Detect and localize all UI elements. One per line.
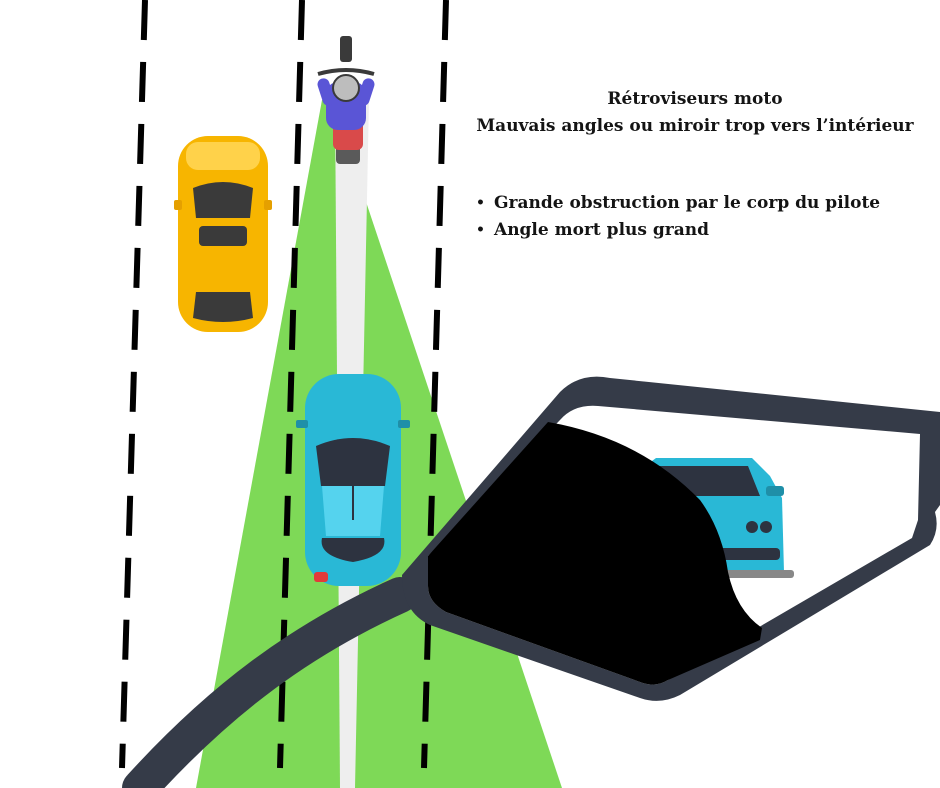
title-line-1: Rétroviseurs moto [607, 89, 783, 109]
lane-line-right [421, 0, 449, 769]
bullet-item: Angle mort plus grand [476, 217, 880, 244]
blue-car-icon [296, 374, 410, 586]
mirror-obstruction [428, 422, 762, 685]
bullet-item: Grande obstruction par le corp du pilote [476, 190, 880, 217]
diagram-title: Rétroviseurs moto Mauvais angles ou miro… [460, 86, 930, 140]
title-line-2: Mauvais angles ou miroir trop vers l’int… [476, 116, 914, 136]
lane-line-left [119, 0, 148, 769]
motorcycle-rider-icon [317, 36, 375, 164]
bullet-list: Grande obstruction par le corp du pilote… [476, 190, 880, 244]
mirror-stem [122, 577, 418, 788]
mirror-assembly [122, 376, 940, 788]
taxi-car-icon [174, 136, 272, 332]
